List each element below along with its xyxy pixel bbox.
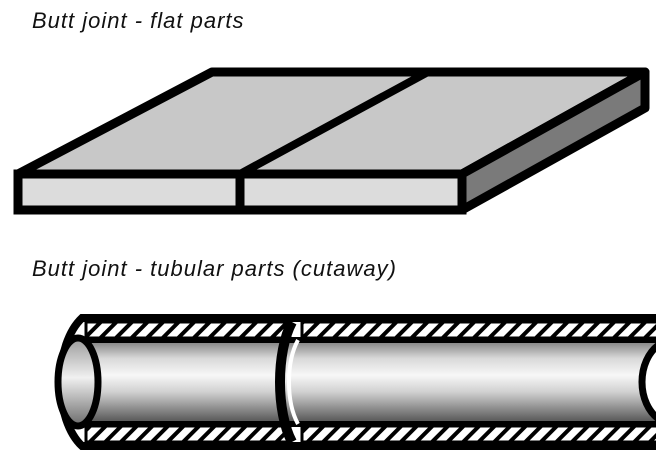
flat-parts-caption: Butt joint - flat parts [32, 8, 245, 33]
tube-right-cut [638, 342, 656, 422]
right-plate-front [235, 169, 467, 215]
tube-bottom-wall-left [84, 424, 292, 444]
tube-joint-highlight [287, 339, 300, 425]
tubular-parts-illustration [54, 314, 656, 450]
left-plate-front [13, 169, 245, 215]
tube-left-end [54, 334, 102, 430]
joint-line [238, 68, 430, 178]
tube-top-wall-left [84, 320, 292, 340]
tube-joint [275, 319, 297, 445]
tube-inner-cylinder [71, 337, 656, 427]
tube-bottom-wall-right [300, 424, 656, 444]
tubular-parts-caption: Butt joint - tubular parts (cutaway) [32, 256, 397, 281]
flat-parts-illustration [13, 67, 650, 215]
tube-top-wall-right [300, 320, 656, 340]
